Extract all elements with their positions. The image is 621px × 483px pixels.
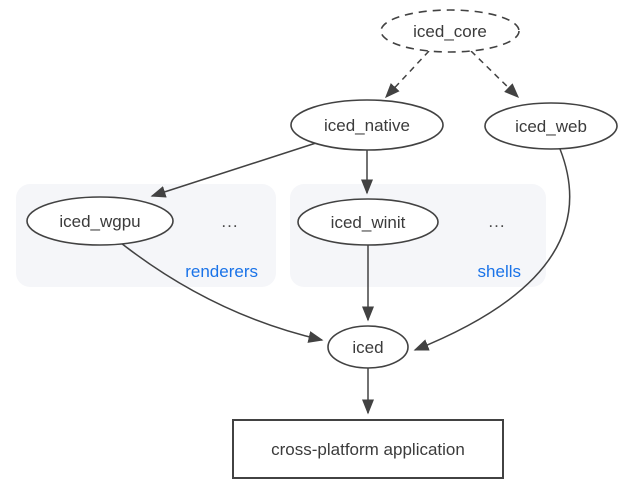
node-label-application: cross-platform application: [271, 440, 465, 459]
group-label-renderers: renderers: [185, 262, 258, 281]
node-label-iced-native: iced_native: [324, 116, 410, 135]
node-label-iced-wgpu: iced_wgpu: [59, 212, 140, 231]
shells-ellipsis: ...: [488, 212, 505, 231]
node-iced-core: [380, 9, 520, 53]
edge-iced_core-iced_native: [384, 50, 430, 99]
node-iced-web: [484, 102, 618, 150]
edge-iced_native-iced_wgpu: [150, 142, 317, 198]
edge-iced_core-iced_web: [470, 50, 520, 99]
node-iced-wgpu: [26, 196, 174, 246]
renderers-ellipsis: ...: [221, 212, 238, 231]
node-iced-winit: [297, 198, 439, 246]
group-label-shells: shells: [478, 262, 521, 281]
node-label-iced-winit: iced_winit: [331, 213, 406, 232]
node-application: [232, 419, 504, 479]
node-label-iced-core: iced_core: [413, 22, 487, 41]
node-label-iced-web: iced_web: [515, 117, 587, 136]
edge-iced_web-iced: [413, 148, 571, 351]
edge-iced_wgpu-iced: [120, 242, 324, 343]
node-label-iced: iced: [352, 338, 383, 357]
node-iced-native: [290, 99, 444, 151]
node-iced: [327, 325, 409, 369]
